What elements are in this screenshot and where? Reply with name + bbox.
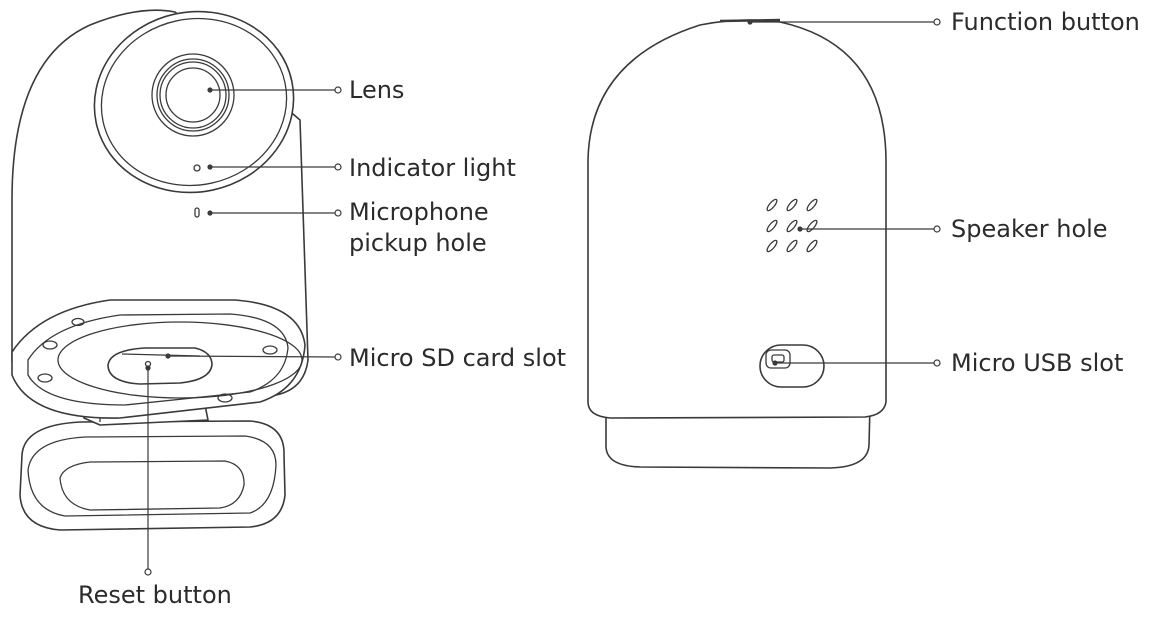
speaker-holes: [766, 198, 818, 253]
back-view-camera: [587, 18, 887, 469]
back-body: [587, 19, 887, 419]
label-reset-button: Reset button: [78, 581, 232, 609]
label-micro-sd-card-slot: Micro SD card slot: [349, 344, 567, 372]
indicator-light: [193, 164, 201, 172]
camera-face: [93, 10, 295, 194]
label-micro-usb-slot: Micro USB slot: [951, 349, 1124, 377]
micro-usb-slot: [759, 344, 825, 388]
stand-base: [19, 420, 286, 531]
front-view-camera: [11, 9, 309, 531]
bottom-plate: [11, 299, 306, 419]
label-microphone-line2: pickup hole: [349, 229, 487, 257]
back-base: [605, 404, 871, 469]
leader-lines: [144, 18, 941, 576]
label-lens: Lens: [349, 76, 405, 104]
label-speaker-hole: Speaker hole: [951, 215, 1108, 243]
microphone-pickup-hole: [194, 207, 200, 218]
label-indicator-light: Indicator light: [349, 154, 516, 182]
label-function-button: Function button: [951, 8, 1140, 36]
lens: [151, 53, 235, 137]
label-microphone-line1: Microphone: [349, 198, 489, 226]
